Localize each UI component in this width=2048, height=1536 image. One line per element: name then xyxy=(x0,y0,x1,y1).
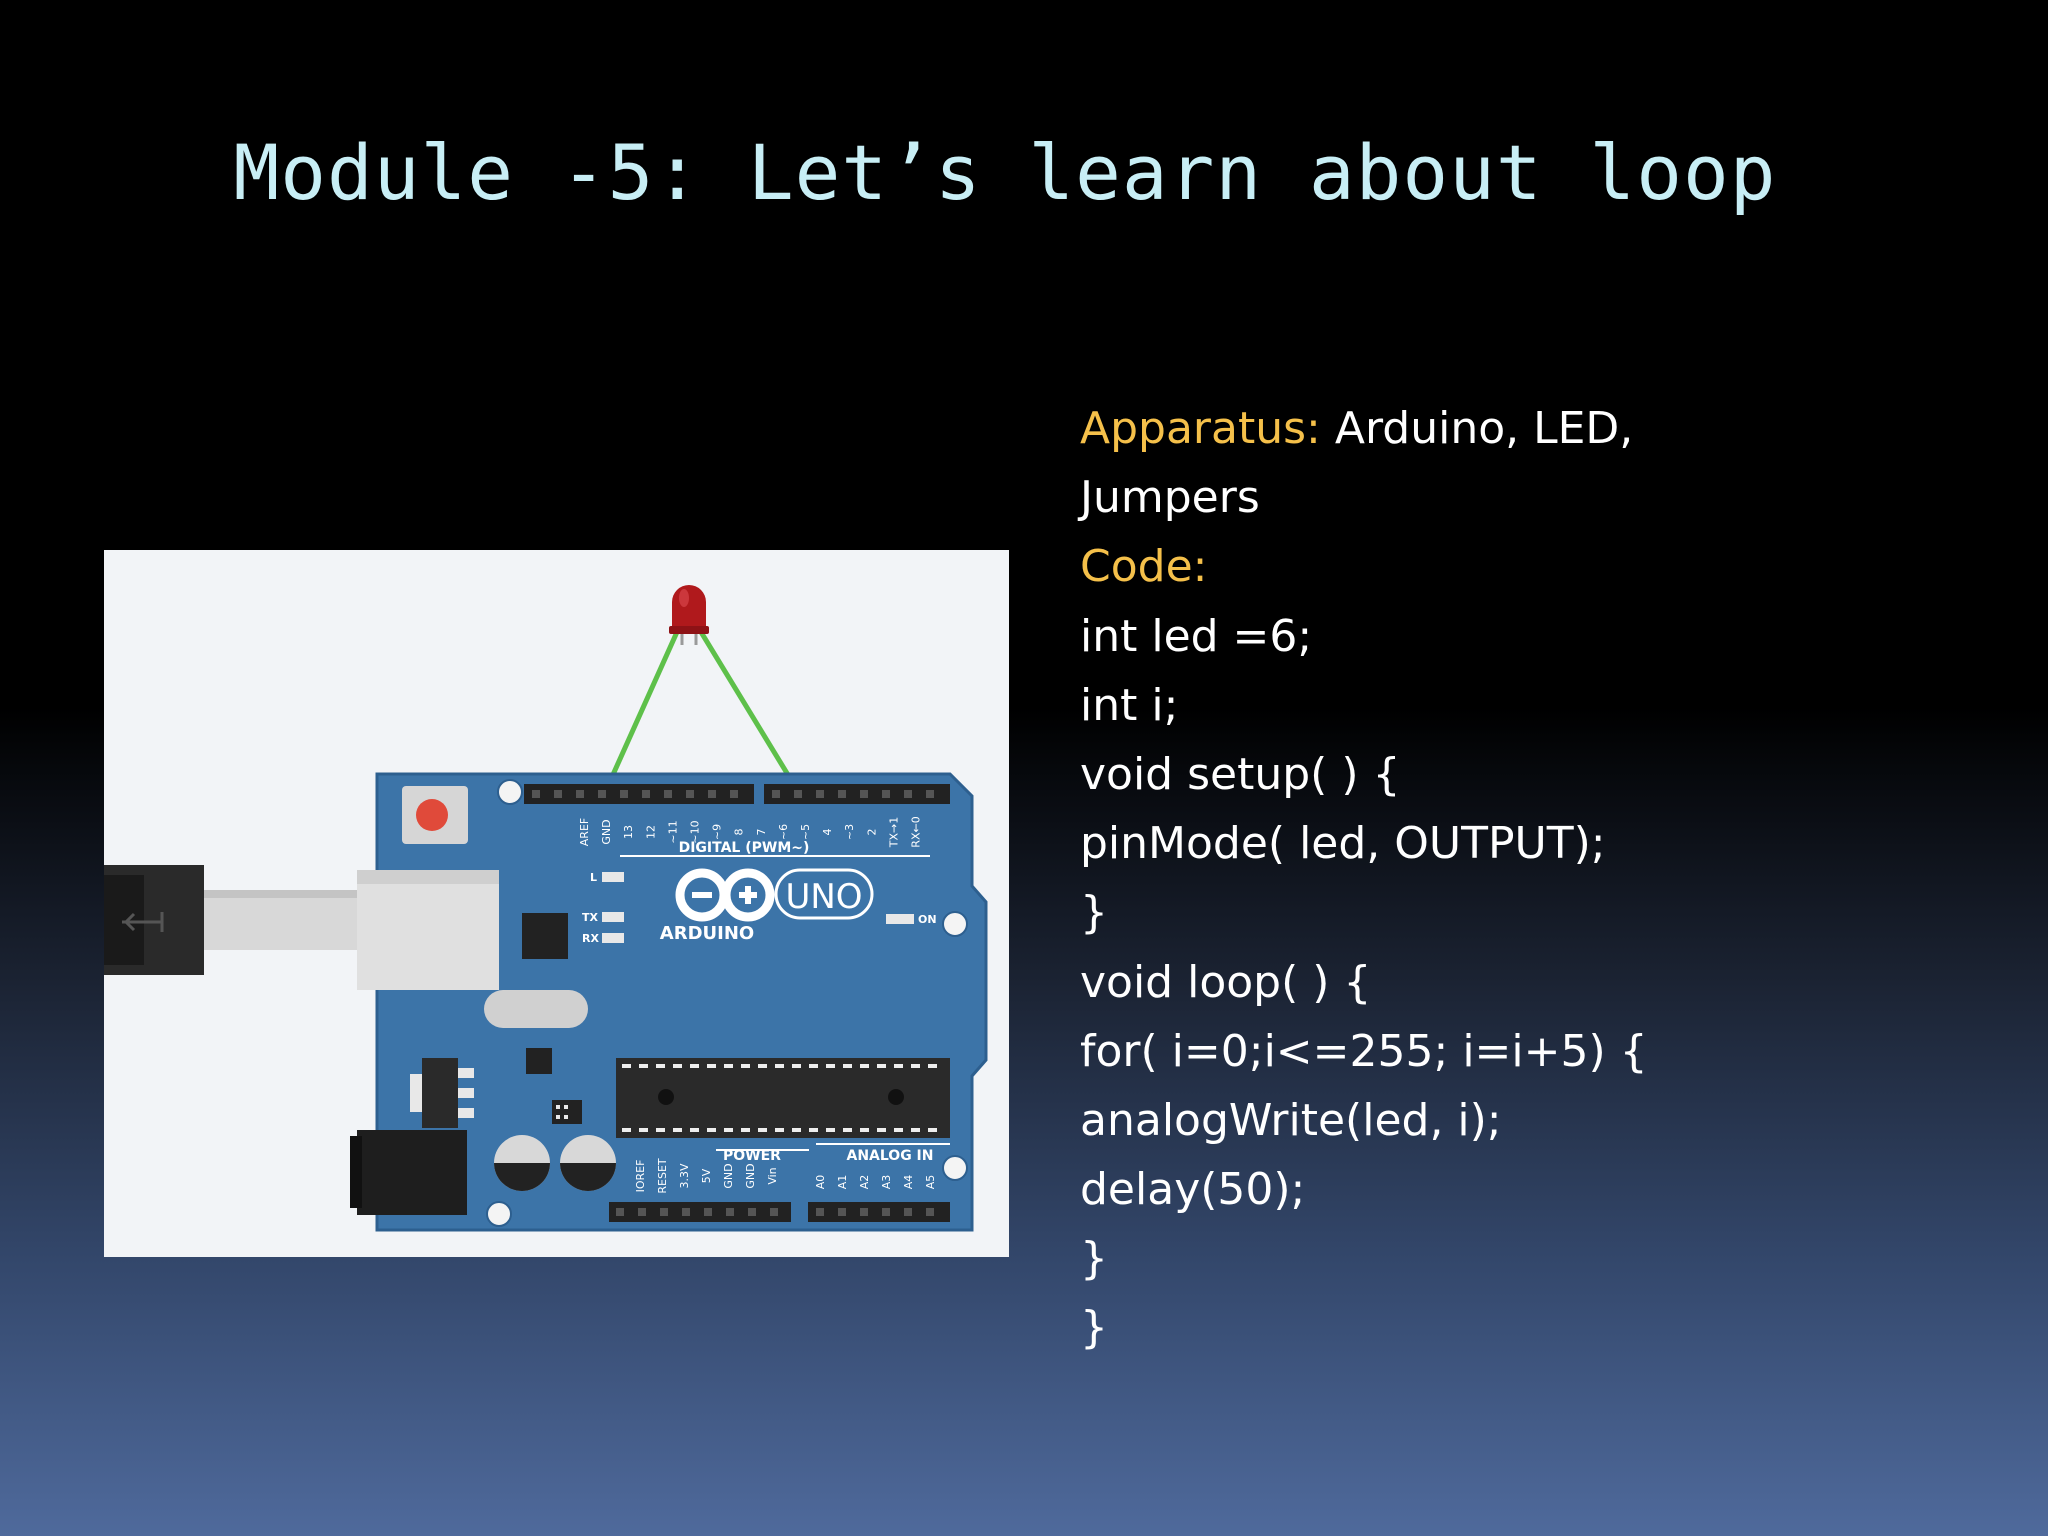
arduino-circuit-diagram: AREF GND 13 12 ~11 ~10 ~9 8 7 ~6 ~5 4 ~3 2 TX→1 RX←0 IO… xyxy=(104,585,988,1232)
code-line: for( i=0;i<=255; i=i+5) { xyxy=(1080,1025,1648,1077)
pin-label: A0 xyxy=(814,1175,827,1190)
digital-pin-labels: AREF GND 13 12 ~11 ~10 ~9 8 7 ~6 ~5 4 ~3 2 TX→1 RX←0 xyxy=(578,816,923,848)
code-line: } xyxy=(1080,1233,1108,1285)
arduino-brand-label: ARDUINO xyxy=(660,923,754,944)
code-line: } xyxy=(1080,1302,1108,1354)
tx-label: TX xyxy=(582,911,599,924)
code-line: int i; xyxy=(1080,679,1179,731)
wire-pin6 xyxy=(698,630,799,790)
pin-label: 4 xyxy=(821,829,834,836)
pin-label: A1 xyxy=(836,1175,849,1190)
reset-button xyxy=(402,786,468,844)
pin-label: ~5 xyxy=(799,824,812,840)
uno-label: UNO xyxy=(785,877,862,917)
pin-label: ~10 xyxy=(689,820,702,843)
pin-label: RX←0 xyxy=(910,816,923,847)
code-line: int led =6; xyxy=(1080,610,1313,662)
pin-label: 8 xyxy=(733,829,746,836)
analog-header-label: ANALOG IN xyxy=(846,1148,933,1164)
pin-label: 7 xyxy=(755,829,768,836)
rx-label: RX xyxy=(582,932,599,945)
code-line: delay(50); xyxy=(1080,1164,1306,1216)
pin-label: A5 xyxy=(924,1175,937,1190)
code-panel: Apparatus: Arduino, LED, Jumpers Code: i… xyxy=(1080,394,2020,1363)
pin-label: A3 xyxy=(880,1175,893,1190)
power-pin-labels: IOREF RESET 3.3V 5V GND GND Vin xyxy=(634,1158,779,1194)
arduino-circuit-figure: AREF GND 13 12 ~11 ~10 ~9 8 7 ~6 ~5 4 ~3 2 TX→1 RX←0 IO… xyxy=(104,550,1009,1257)
pin-label: AREF xyxy=(578,818,591,846)
pin-label: ~11 xyxy=(666,820,679,843)
pin-label: GND xyxy=(600,819,613,844)
slide-title: Module -5: Let’s learn about loop xyxy=(233,128,1777,217)
pin-label: RESET xyxy=(656,1158,669,1194)
apparatus-line-2: Jumpers xyxy=(1080,472,1260,524)
code-label: Code: xyxy=(1080,541,1208,593)
code-line: void setup( ) { xyxy=(1080,748,1401,800)
pin-label: GND xyxy=(744,1163,757,1188)
apparatus-value: Arduino, LED, xyxy=(1320,403,1634,454)
code-line: } xyxy=(1080,887,1108,939)
pin-label: A2 xyxy=(858,1175,871,1190)
digital-header-label: DIGITAL (PWM~) xyxy=(679,840,810,856)
pin-label: 2 xyxy=(865,829,878,836)
pin-label: 13 xyxy=(622,825,635,839)
power-header-label: POWER xyxy=(723,1148,781,1164)
wire-gnd xyxy=(604,630,680,790)
pin-label: 5V xyxy=(700,1168,713,1183)
pin-label: IOREF xyxy=(634,1160,647,1193)
pin-label: 12 xyxy=(644,825,657,839)
pin-label: ~6 xyxy=(777,824,790,840)
pin-label: ~3 xyxy=(843,824,856,840)
apparatus-label: Apparatus: xyxy=(1080,403,1321,454)
pin-label: ~9 xyxy=(711,824,724,840)
led-l-label: L xyxy=(590,871,597,884)
pin-label: A4 xyxy=(902,1175,915,1190)
on-label: ON xyxy=(918,913,937,926)
capacitor-1 xyxy=(494,1135,550,1191)
pin-label: GND xyxy=(722,1163,735,1188)
apparatus-line: Apparatus: Arduino, LED, xyxy=(1080,394,2020,463)
pin-label: 3.3V xyxy=(678,1163,691,1188)
code-line: void loop( ) { xyxy=(1080,956,1372,1008)
pin-label: TX→1 xyxy=(887,817,900,848)
red-led xyxy=(669,585,709,645)
atmega-chip xyxy=(616,1058,950,1138)
pin-label: Vin xyxy=(766,1167,779,1184)
analog-pin-labels: A0 A1 A2 A3 A4 A5 xyxy=(814,1175,937,1190)
arduino-logo xyxy=(675,868,775,922)
capacitor-2 xyxy=(560,1135,616,1191)
code-line: analogWrite(led, i); xyxy=(1080,1094,1502,1146)
code-line: pinMode( led, OUTPUT); xyxy=(1080,818,1606,870)
arduino-uno-board: AREF GND 13 12 ~11 ~10 ~9 8 7 ~6 ~5 4 ~3 2 TX→1 RX←0 IO… xyxy=(350,772,988,1232)
